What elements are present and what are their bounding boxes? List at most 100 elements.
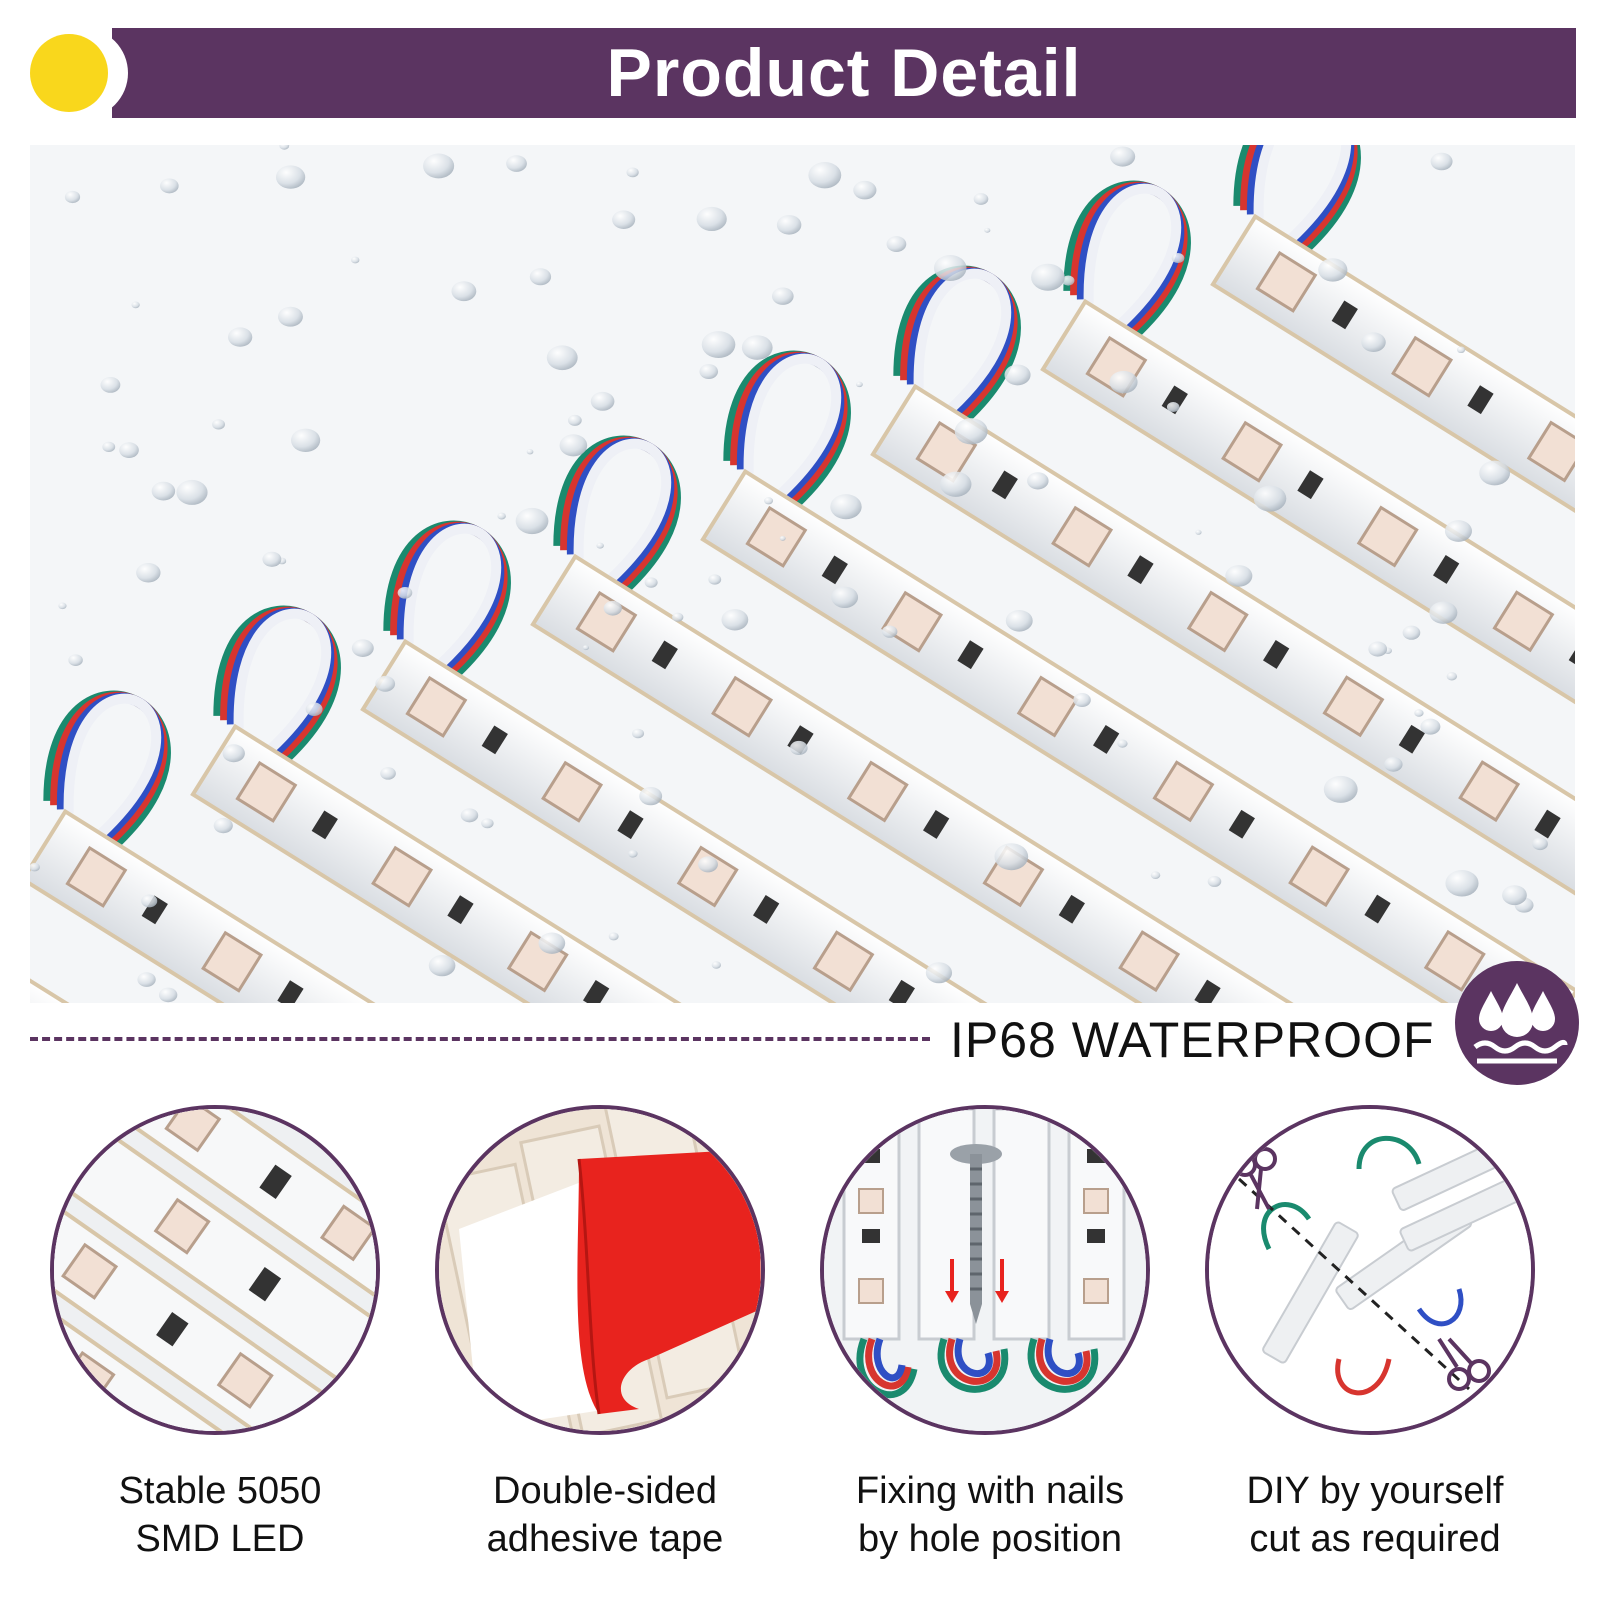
water-droplet — [698, 856, 718, 873]
water-droplet — [279, 145, 290, 150]
water-droplet — [994, 843, 1029, 871]
water-droplet — [351, 256, 360, 264]
resistor — [753, 895, 780, 924]
water-droplet — [137, 972, 156, 987]
water-droplet — [1479, 460, 1511, 486]
wire-loop — [743, 353, 842, 498]
resistor — [821, 555, 848, 585]
led-chip — [676, 845, 739, 908]
led-chip — [1492, 590, 1555, 653]
water-droplet — [151, 481, 176, 501]
water-droplet — [68, 654, 83, 666]
water-droplet — [290, 428, 321, 453]
water-droplet — [672, 612, 684, 622]
water-droplet — [779, 536, 786, 541]
water-droplet — [1420, 718, 1441, 735]
led-chip — [1356, 505, 1419, 568]
led-chip — [235, 760, 298, 823]
led-chip — [65, 845, 128, 908]
resistor — [311, 810, 338, 840]
water-droplet — [831, 586, 859, 609]
water-droplet — [612, 210, 636, 229]
water-droplet — [451, 281, 477, 302]
water-droplet — [351, 639, 374, 657]
wire-loop — [63, 693, 162, 838]
resistor — [1398, 724, 1425, 754]
adhesive-tape-icon — [435, 1105, 765, 1435]
water-droplet — [984, 227, 991, 233]
water-droplet — [886, 236, 907, 252]
water-droplet — [423, 153, 455, 179]
water-droplet — [397, 586, 413, 599]
resistor — [1331, 300, 1358, 330]
resistor — [991, 470, 1018, 500]
water-droplet — [1253, 485, 1287, 512]
led-chip — [1322, 675, 1385, 738]
water-droplet — [1444, 520, 1472, 542]
resistor — [1433, 555, 1460, 584]
resistor — [1297, 470, 1324, 500]
resistor — [277, 980, 304, 1003]
feature-smd-led: Stable 5050 SMD LED — [30, 1105, 390, 1575]
resistor — [1194, 979, 1221, 1003]
led-chip — [1255, 250, 1318, 313]
water-droplet — [58, 602, 67, 610]
water-droplet — [1073, 693, 1091, 708]
water-droplet — [559, 434, 588, 457]
water-droplet — [711, 961, 722, 969]
led-chip — [541, 760, 604, 823]
waterproof-label: IP68 WATERPROOF — [950, 1012, 1435, 1068]
water-droplet — [1430, 152, 1453, 171]
scissors-cut-icon — [1205, 1105, 1535, 1435]
caption-line-1: DIY by yourself — [1246, 1470, 1504, 1512]
water-droplet — [102, 441, 116, 452]
wire-loop — [403, 523, 502, 668]
led-chip — [1458, 760, 1521, 823]
water-droplet — [262, 551, 282, 567]
water-droplet — [538, 932, 566, 954]
water-droplet — [30, 862, 40, 872]
water-droplet — [1414, 709, 1424, 717]
resistor — [617, 810, 644, 840]
header-band — [112, 28, 1576, 118]
water-droplet — [222, 744, 245, 763]
water-droplet — [933, 254, 967, 282]
water-droplet — [136, 562, 161, 583]
led-chip — [1423, 929, 1486, 992]
feature-caption: Stable 5050 SMD LED — [30, 1467, 410, 1563]
caption-line-1: Double-sided — [493, 1470, 717, 1512]
resistor — [1263, 640, 1290, 669]
water-droplet — [64, 190, 81, 204]
feature-caption: Double-sided adhesive tape — [415, 1467, 795, 1563]
water-droplet — [1171, 253, 1185, 264]
water-droplet — [160, 178, 179, 194]
water-droplet — [855, 381, 863, 388]
water-droplet — [954, 418, 988, 445]
led-chip — [1221, 420, 1284, 483]
led-strip-row — [1040, 180, 1575, 892]
water-droplet — [1109, 370, 1138, 394]
water-droplet — [497, 512, 506, 520]
water-droplet — [741, 335, 773, 360]
led-chip — [812, 930, 875, 993]
resistor — [1364, 894, 1391, 924]
water-droplet — [546, 345, 578, 371]
led-chip — [371, 845, 434, 908]
water-droplet — [1005, 610, 1033, 632]
led-chip — [1118, 930, 1181, 993]
caption-line-2: adhesive tape — [486, 1518, 724, 1560]
water-droplet — [1323, 775, 1358, 803]
led-chip-closeup-icon — [50, 1105, 380, 1435]
water-droplet — [1456, 346, 1466, 354]
led-chip — [1016, 675, 1079, 738]
water-droplet — [603, 600, 622, 616]
led-chip — [1288, 845, 1351, 908]
water-droplet — [764, 497, 774, 505]
water-droplet — [526, 449, 534, 455]
water-droplet — [481, 818, 494, 829]
led-chip — [1391, 335, 1454, 398]
water-droplet — [776, 215, 802, 235]
water-droplet — [696, 206, 727, 232]
led-strip-row — [700, 350, 1575, 1003]
water-droplet — [1368, 641, 1388, 657]
